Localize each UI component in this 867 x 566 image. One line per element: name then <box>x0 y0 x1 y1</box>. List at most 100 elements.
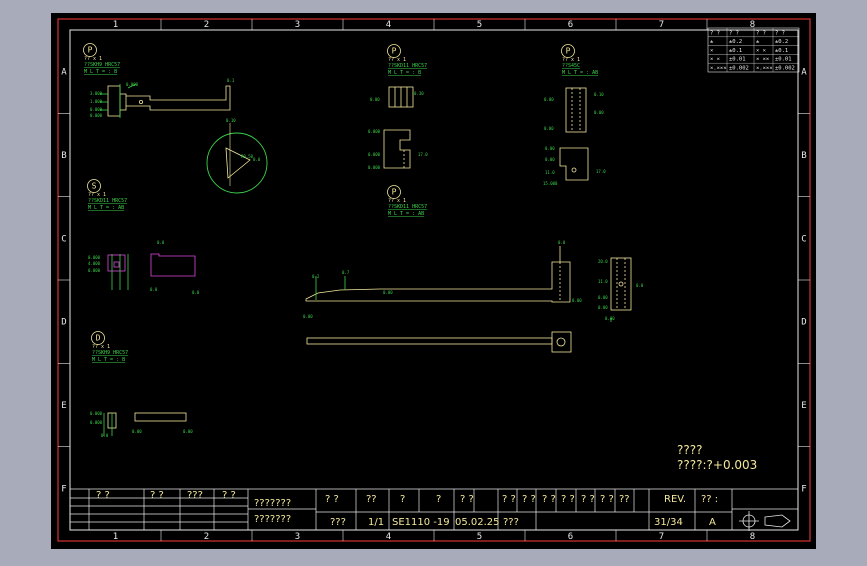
zone-marks <box>58 19 810 541</box>
company-logo <box>739 511 791 531</box>
tb-value-designer: ??? <box>503 517 519 528</box>
svg-text:0.0: 0.0 <box>558 240 566 245</box>
revision-table-cell: ±0.01 <box>775 57 792 63</box>
svg-text:20.0: 20.0 <box>598 259 608 264</box>
svg-text:11.0: 11.0 <box>545 170 555 175</box>
revision-table-cell: ? ? <box>775 30 785 36</box>
zone-column-label-top: 2 <box>204 20 209 30</box>
detail-qty: ?? x 1 <box>562 57 580 63</box>
tb-header-c2: ? ? <box>542 494 556 505</box>
svg-text:0.00: 0.00 <box>383 290 393 295</box>
zone-row-label-right: A <box>801 68 807 78</box>
svg-text:0.000: 0.000 <box>90 107 103 112</box>
detail-sub: M L T = : B <box>388 70 421 76</box>
svg-text:0.00: 0.00 <box>605 316 615 321</box>
tb-header-c1: ? ? <box>522 494 536 505</box>
svg-text:0.00: 0.00 <box>370 97 380 102</box>
svg-text:0.00: 0.00 <box>598 295 608 300</box>
svg-text:0.00: 0.00 <box>545 146 555 151</box>
svg-text:0.10: 0.10 <box>594 92 604 97</box>
svg-text:0.00: 0.00 <box>544 126 554 131</box>
svg-text:15.000: 15.000 <box>543 181 558 186</box>
note-line-2: ????:?+0.003 <box>677 458 758 472</box>
tb-header-no-2: ? <box>436 494 442 505</box>
detail-spec: ??S45C <box>562 63 580 69</box>
tb-header-part: ? ? <box>325 494 339 505</box>
revision-table-cell: ? ? <box>756 30 766 36</box>
tb-value-date: 05.02.25 <box>455 517 500 528</box>
svg-text:0.0: 0.0 <box>157 240 165 245</box>
svg-text:0.000: 0.000 <box>368 152 381 157</box>
tb-left-header-3: ??? <box>187 490 203 501</box>
zone-column-label-top: 8 <box>750 20 755 30</box>
zone-row-label-left: C <box>61 234 66 244</box>
svg-text:0.0: 0.0 <box>192 290 200 295</box>
zone-column-label-top: 3 <box>295 20 300 30</box>
zone-row-label-right: F <box>801 484 806 494</box>
svg-text:17.0: 17.0 <box>596 169 606 174</box>
svg-text:0.00: 0.00 <box>303 314 313 319</box>
revision-table-cell: ±0.2 <box>775 39 788 45</box>
svg-text:0.000: 0.000 <box>126 82 139 87</box>
detail-qty: ?? x 1 <box>388 198 406 204</box>
revision-table-cell: ? ? <box>729 30 739 36</box>
zone-column-label-bottom: 4 <box>386 532 391 542</box>
zone-column-label-top: 5 <box>477 20 482 30</box>
part-punch-top-left <box>100 83 231 118</box>
zone-row-label-left: A <box>61 68 67 78</box>
detail-spec: ??SKD11 HRC57 <box>88 198 127 204</box>
tb-header-design: ? ? <box>502 494 516 505</box>
svg-text:0.0: 0.0 <box>636 283 644 288</box>
svg-text:0.000: 0.000 <box>368 165 381 170</box>
zone-column-label-bottom: 5 <box>477 532 482 542</box>
tb-header-qty: ?? <box>366 494 377 505</box>
svg-text:0.00: 0.00 <box>594 110 604 115</box>
revision-table-cell: ? ? <box>710 30 720 36</box>
detail-sub: M L T = : AB <box>388 211 424 217</box>
svg-text:0.7: 0.7 <box>342 270 350 275</box>
tb-header-c3: ? ? <box>561 494 575 505</box>
detail-sub: M L T = : AB <box>88 205 124 211</box>
tb-header-c5: ? ? <box>600 494 614 505</box>
tb-header-rev: ?? : <box>701 494 719 505</box>
tb-header-date: ? ? <box>460 494 474 505</box>
svg-text:0.000: 0.000 <box>88 268 101 273</box>
tb-left-header-1: ? ? <box>96 490 110 501</box>
detail-letter: P <box>392 188 397 197</box>
tb-drawing-name-1: ??????? <box>254 498 292 509</box>
zone-column-label-bottom: 8 <box>750 532 755 542</box>
svg-text:0.000: 0.000 <box>368 129 381 134</box>
tb-header-page: REV. <box>664 494 686 505</box>
revision-table-cell: × <box>710 48 713 54</box>
zone-column-label-top: 4 <box>386 20 391 30</box>
svg-text:1.000: 1.000 <box>90 99 103 104</box>
revision-table-cell: ±0.1 <box>775 48 788 54</box>
zone-column-label-bottom: 6 <box>568 532 573 542</box>
revision-table-cell: ×.××× <box>756 66 773 72</box>
revision-table-cell: ± <box>756 39 760 45</box>
tb-value-part: ??? <box>330 517 346 528</box>
detail-spec: ??SKH9 HRC57 <box>92 350 128 356</box>
detail-letter: P <box>88 46 93 55</box>
svg-text:0.30: 0.30 <box>414 91 424 96</box>
part-section-circle: 0.10 0.0 R0.50 <box>206 118 268 194</box>
revision-table-cell: × ×× <box>756 57 769 63</box>
tb-left-header-4: ? ? <box>222 490 236 501</box>
part-right-top <box>559 87 589 181</box>
svg-text:0.00: 0.00 <box>572 298 582 303</box>
svg-text:0.000: 0.000 <box>90 411 103 416</box>
detail-spec: ??SKH9 HRC57 <box>84 62 120 68</box>
svg-text:3.000: 3.000 <box>90 91 103 96</box>
revision-table: ? ?? ?? ?? ?±±0.2±±0.2×±0.1× ×±0.1× ×±0.… <box>707 27 800 73</box>
zone-row-label-left: B <box>61 151 66 161</box>
detail-qty: ?? x 1 <box>388 57 406 63</box>
